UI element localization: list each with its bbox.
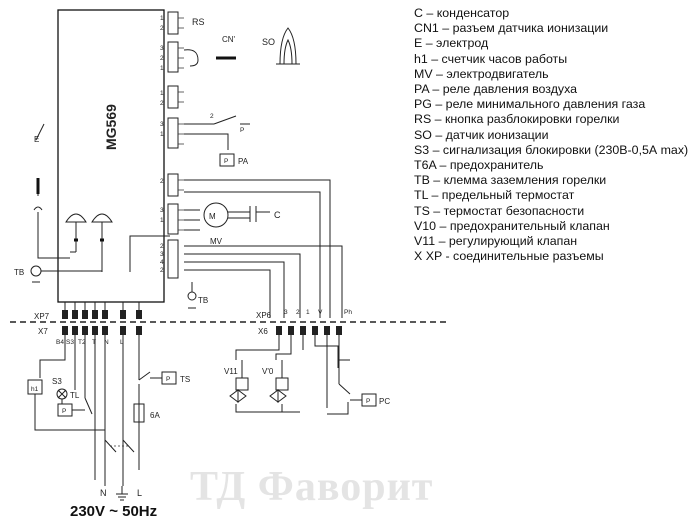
conn-pin: 3 bbox=[160, 207, 164, 214]
supply-voltage-label: 230V ~ 50Hz bbox=[70, 503, 158, 520]
x6-pin: 3 bbox=[284, 309, 288, 316]
legend-item: TB – клемма заземления горелки bbox=[414, 173, 607, 188]
pa-label: PA bbox=[238, 157, 249, 166]
v10-label: V'0 bbox=[262, 367, 274, 376]
legend-item: С – конденсатор bbox=[414, 6, 510, 20]
conn-pin: 2 bbox=[160, 243, 164, 250]
legend-item: PA – реле давления воздуха bbox=[414, 82, 578, 97]
legend-item: S3 – сигнализация блокировки (230В-0,5А … bbox=[414, 142, 689, 157]
x6-pin: 2 bbox=[296, 309, 300, 316]
pa-contact-number: 2 bbox=[210, 113, 214, 120]
conn-pin: 1 bbox=[160, 90, 164, 97]
tb2-label: TB bbox=[198, 296, 208, 305]
e-label: E bbox=[34, 135, 39, 144]
tl-label: TL bbox=[70, 391, 80, 400]
ts-label: TS bbox=[180, 375, 190, 384]
v11-label: V11 bbox=[224, 367, 238, 376]
legend-item: X XP - соединительные разъемы bbox=[414, 249, 604, 264]
x7-pin: S3 bbox=[66, 339, 74, 346]
x7-pin: T2 bbox=[78, 339, 86, 346]
legend-item: T6A – предохранитель bbox=[414, 158, 544, 173]
conn-pin: 4 bbox=[160, 259, 164, 266]
ts-p-label: P bbox=[166, 376, 170, 383]
pa-p-label: P bbox=[224, 158, 228, 165]
xp7-label: XP7 bbox=[34, 312, 50, 321]
legend-item: V10 – предохранительный клапан bbox=[414, 218, 610, 233]
c-label: C bbox=[274, 210, 281, 220]
l-label: L bbox=[137, 488, 142, 498]
s3-label: S3 bbox=[52, 377, 62, 386]
conn-pin: 3 bbox=[160, 121, 164, 128]
motor-icon bbox=[203, 202, 229, 228]
conn-pin: 3 bbox=[160, 45, 164, 52]
conn-pin: 2 bbox=[160, 178, 164, 185]
x7-pin: T bbox=[92, 339, 96, 346]
legend-list: С – конденсатор CN1 – разъем датчика ион… bbox=[414, 6, 698, 264]
rs-label: RS bbox=[192, 17, 205, 27]
wiring-diagram: MG569 1 2 3 2 1 1 2 3 1 2 3 1 2 3 4 2 bbox=[10, 9, 450, 501]
conn-pin: 2 bbox=[160, 55, 164, 62]
conn-pin: 2 bbox=[160, 267, 164, 274]
pg-label: PC bbox=[379, 397, 390, 406]
x6-label: X6 bbox=[258, 327, 268, 336]
so-label: SO bbox=[262, 37, 275, 47]
conn-pin: 1 bbox=[160, 15, 164, 22]
legend-item: TL – предельный термостат bbox=[414, 188, 575, 203]
ionization-sensor-icon bbox=[276, 27, 300, 65]
fuse-label: 6A bbox=[150, 411, 160, 420]
n-label: N bbox=[100, 488, 107, 498]
legend-item: V11 – регулирующий клапан bbox=[414, 234, 578, 249]
conn-pin: 2 bbox=[160, 25, 164, 32]
x6-pin: Ph bbox=[344, 309, 352, 316]
x6-connector bbox=[276, 326, 342, 335]
conn-pin: 3 bbox=[160, 251, 164, 258]
legend-item: MV – электродвигатель bbox=[414, 66, 549, 81]
mv-label: MV bbox=[210, 237, 223, 246]
controller-model-label: MG569 bbox=[103, 104, 119, 150]
x7-label: X7 bbox=[38, 327, 48, 336]
x7-pin: B4 bbox=[56, 339, 64, 346]
motor-symbol: M bbox=[209, 212, 216, 221]
x6-pin: 1 bbox=[306, 309, 310, 316]
x7-pin: L bbox=[120, 339, 124, 346]
controller-box bbox=[57, 9, 165, 303]
legend-item: TS – термостат безопасности bbox=[414, 203, 585, 218]
x6-pin: V bbox=[318, 309, 323, 316]
cn1-label: CN' bbox=[222, 35, 236, 44]
xp6-label: XP6 bbox=[256, 311, 272, 320]
conn-pin: 1 bbox=[160, 65, 164, 72]
connector-blocks: 1 2 3 2 1 1 2 3 1 2 3 1 2 3 4 2 bbox=[160, 11, 184, 279]
legend-item: E – электрод bbox=[414, 36, 489, 51]
legend-item: RS – кнопка разблокировки горелки bbox=[414, 112, 620, 127]
legend-item: h1 – счетчик часов работы bbox=[414, 51, 568, 66]
tb1-label: TB bbox=[14, 268, 24, 277]
legend-item: SO – датчик ионизации bbox=[414, 127, 549, 142]
watermark: ТД Фаворит bbox=[190, 464, 434, 510]
conn-pin: 2 bbox=[160, 100, 164, 107]
legend-item: PG – реле минимального давления газа bbox=[414, 97, 646, 112]
conn-pin: 1 bbox=[160, 217, 164, 224]
pg-p-label: P bbox=[366, 398, 370, 405]
pa-p-small: P bbox=[240, 127, 244, 134]
x7-connector bbox=[62, 310, 142, 335]
conn-pin: 1 bbox=[160, 131, 164, 138]
tl-p-label: P bbox=[62, 408, 66, 415]
legend-item: CN1 – разъем датчика ионизации bbox=[414, 21, 609, 36]
x7-pin: N bbox=[104, 339, 109, 346]
h1-label: h1 bbox=[31, 386, 39, 393]
